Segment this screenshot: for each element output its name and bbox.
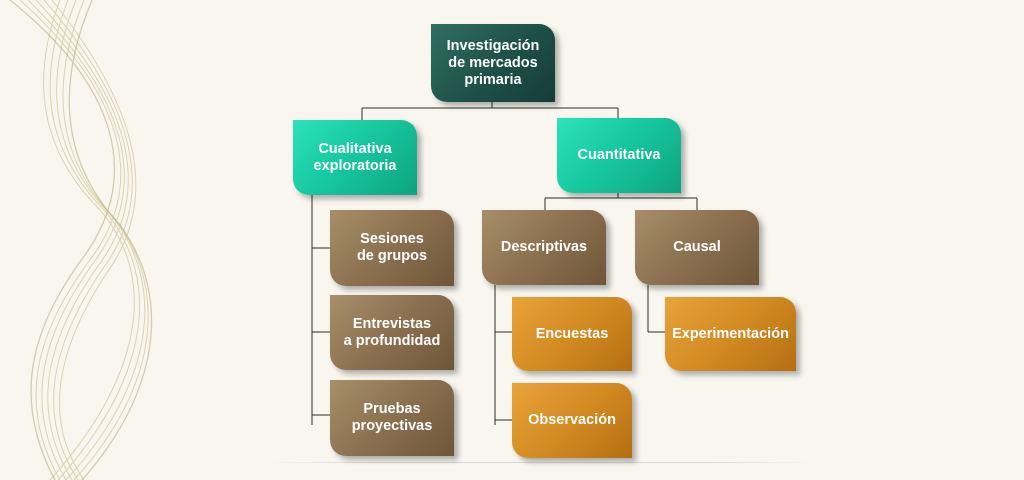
node-encuestas: Encuestas — [512, 297, 632, 371]
node-entrevistas-a-profundidad: Entrevistas a profundidad — [330, 295, 454, 370]
node-cuantitativa: Cuantitativa — [557, 118, 681, 193]
node-cualitativa-exploratoria: Cualitativa exploratoria — [293, 120, 417, 195]
node-sesiones-de-grupos: Sesiones de grupos — [330, 210, 454, 286]
node-pruebas-proyectivas: Pruebas proyectivas — [330, 380, 454, 456]
node-investigacion-mercados-primaria: Investigación de mercados primaria — [431, 24, 555, 102]
node-causal: Causal — [635, 210, 759, 285]
node-experimentacion: Experimentación — [665, 297, 796, 371]
baseline-divider — [265, 462, 813, 463]
decorative-ribbon — [9, 0, 153, 480]
node-descriptivas: Descriptivas — [482, 210, 606, 285]
node-observacion: Observación — [512, 383, 632, 458]
